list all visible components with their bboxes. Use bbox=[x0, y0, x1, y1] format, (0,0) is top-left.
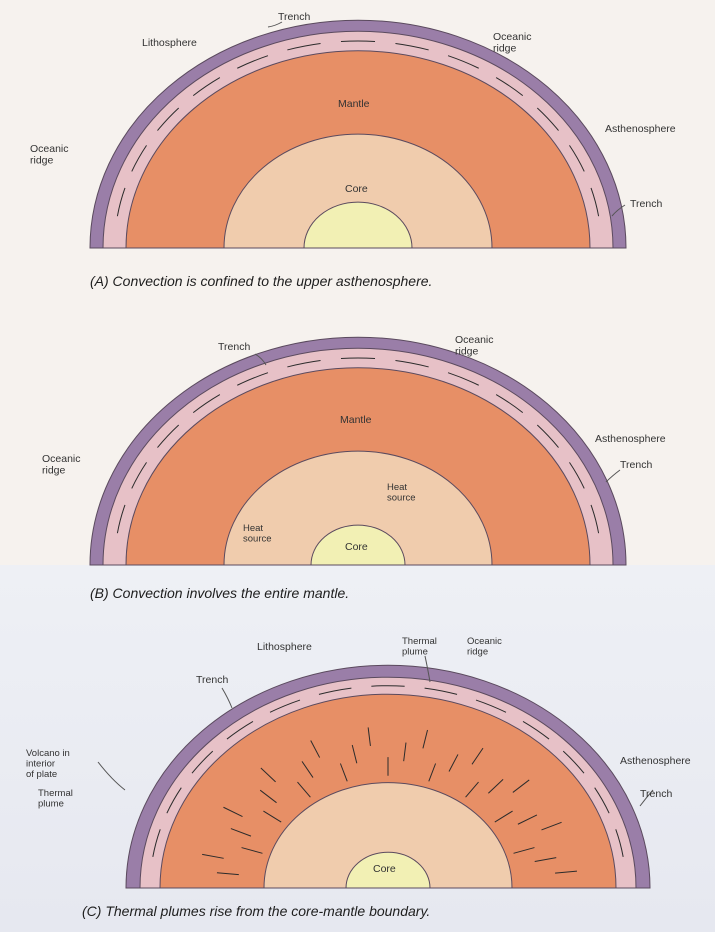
convection-arrow bbox=[341, 358, 375, 359]
trench-marker-right bbox=[606, 470, 620, 482]
label-trench-right: Trench bbox=[640, 788, 672, 800]
label-core: Core bbox=[345, 183, 368, 195]
panel-a-earth-section bbox=[90, 20, 626, 248]
trench-marker bbox=[222, 688, 232, 708]
panel-b-earth-section bbox=[90, 337, 626, 565]
label-core: Core bbox=[373, 863, 396, 875]
label-mantle: Mantle bbox=[338, 98, 370, 110]
volcano-marker bbox=[98, 762, 125, 790]
label-trench-right: Trench bbox=[620, 459, 652, 471]
convection-arrow bbox=[341, 41, 375, 42]
label-trench-right: Trench bbox=[630, 198, 662, 210]
label-core: Core bbox=[345, 541, 368, 553]
label-oceanic-ridge-right: Oceanicridge bbox=[455, 334, 494, 358]
label-asthenosphere: Asthenosphere bbox=[620, 755, 691, 767]
label-trench: Trench bbox=[196, 674, 228, 686]
label-asthenosphere: Asthenosphere bbox=[595, 433, 666, 445]
label-lithosphere: Lithosphere bbox=[142, 37, 197, 49]
panel-b-caption: (B) Convection involves the entire mantl… bbox=[90, 585, 349, 601]
panel-c-caption: (C) Thermal plumes rise from the core-ma… bbox=[82, 903, 430, 919]
panel-a-caption: (A) Convection is confined to the upper … bbox=[90, 273, 432, 289]
label-trench: Trench bbox=[218, 341, 250, 353]
label-asthenosphere: Asthenosphere bbox=[605, 123, 676, 135]
label-lithosphere: Lithosphere bbox=[257, 641, 312, 653]
label-thermal-plume-top: Thermalplume bbox=[402, 636, 437, 657]
label-mantle: Mantle bbox=[340, 414, 372, 426]
label-trench: Trench bbox=[278, 11, 310, 23]
panel-c-diagram: Lithosphere Thermalplume Oceanicridge Tr… bbox=[0, 630, 715, 898]
label-thermal-plume-left: Thermalplume bbox=[38, 788, 73, 809]
